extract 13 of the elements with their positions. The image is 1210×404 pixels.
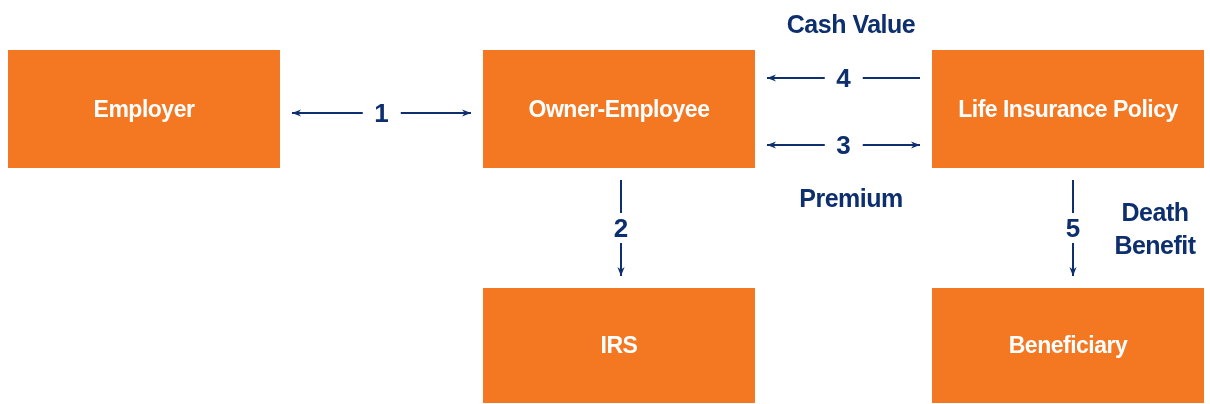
flow-label: Premium	[798, 183, 904, 214]
flow-label: Cash Value	[785, 9, 917, 40]
process-box	[932, 50, 1204, 168]
box-label: IRS	[600, 331, 638, 361]
process-box	[932, 288, 1204, 403]
process-box	[483, 288, 755, 403]
box-label: Beneficiary	[1008, 331, 1128, 361]
flow-label: Death Benefit	[1113, 197, 1197, 261]
box-label: Life Insurance Policy	[958, 94, 1178, 124]
process-box	[8, 50, 280, 168]
box-label: Employer	[93, 94, 195, 124]
process-box	[483, 50, 755, 168]
box-label: Owner-Employee	[528, 94, 710, 124]
